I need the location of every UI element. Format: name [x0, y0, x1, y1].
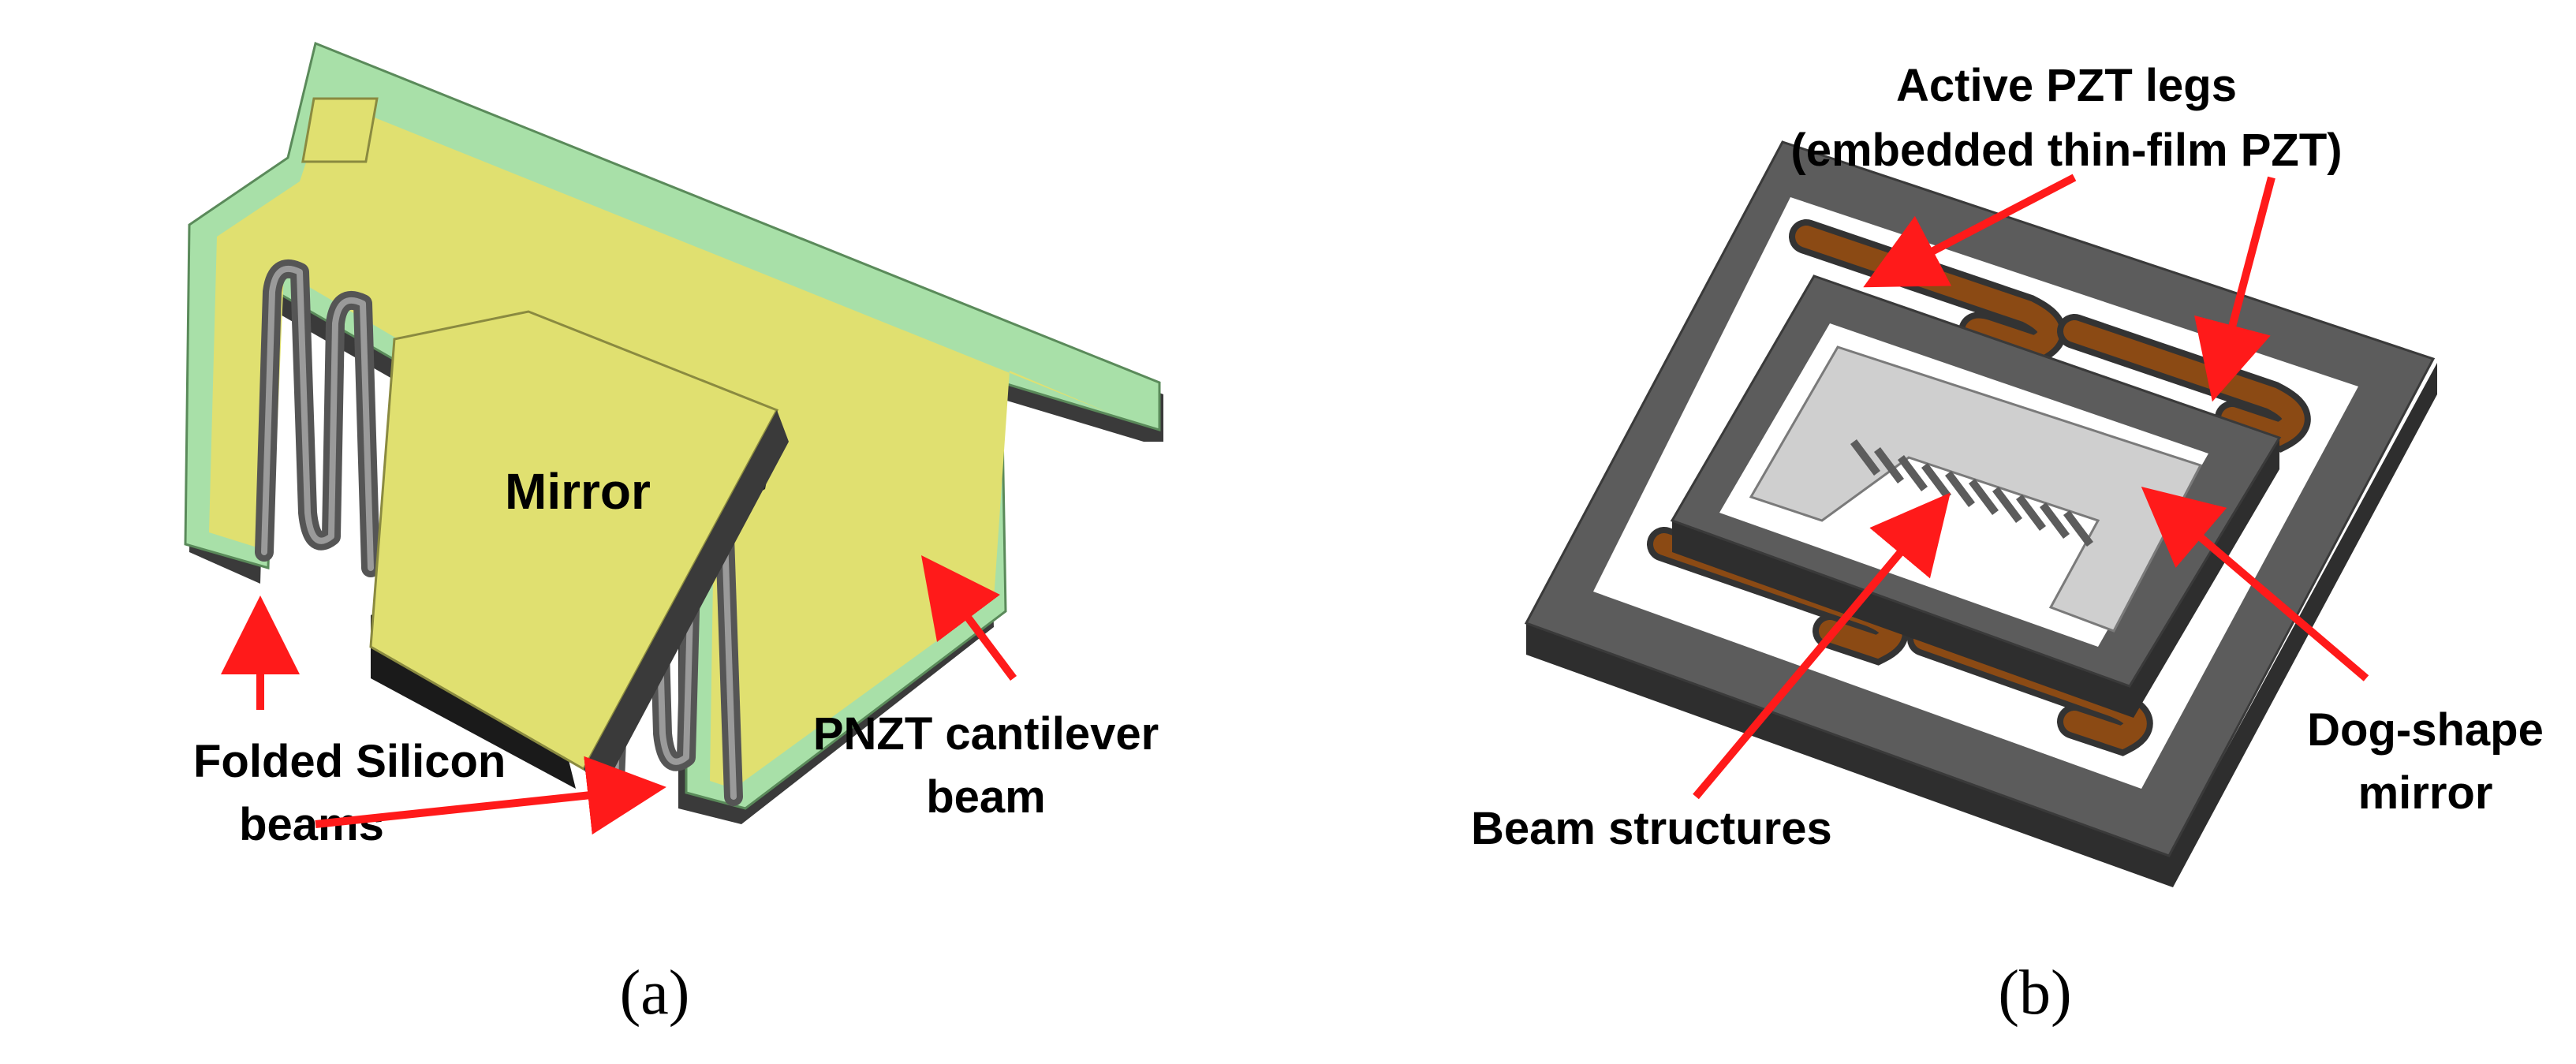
- cantilever-label-line2: beam: [926, 771, 1046, 823]
- pzt-legs-arrow-left: [1863, 174, 2077, 288]
- caption-b: (b): [1998, 958, 2071, 1028]
- beam-structures-arrow: [1693, 492, 1951, 800]
- mirror-block: Mirror: [369, 310, 789, 797]
- dog-mirror-label-line2: mirror: [2358, 767, 2493, 819]
- beam-structures: [1850, 439, 2093, 547]
- folded-beams-label-line2: beams: [239, 799, 384, 850]
- folded-beams-arrow-right: [315, 756, 666, 835]
- mirror-label: Mirror: [505, 463, 651, 520]
- folded-beams-label-line1: Folded Silicon: [193, 736, 506, 787]
- pzt-legs-arrow-right: [2194, 176, 2275, 402]
- cantilever-label-line1: PNZT cantilever: [813, 708, 1159, 760]
- panel-b-diagram: Active PZT legs (embedded thin-film PZT)…: [1471, 60, 2544, 1028]
- panel-a-diagram: Mirror Folded Silicon beams PNZT cantile…: [184, 41, 1163, 1028]
- beam-structures-label: Beam structures: [1471, 803, 1832, 854]
- cantilever-arrow: [921, 555, 1017, 681]
- caption-a: (a): [620, 958, 690, 1028]
- dog-mirror-arrow: [2141, 487, 2369, 681]
- dog-mirror-label-line1: Dog-shape: [2307, 704, 2544, 756]
- pzt-legs-label-line2: (embedded thin-film PZT): [1790, 125, 2342, 176]
- pzt-legs-label-line1: Active PZT legs: [1896, 60, 2237, 111]
